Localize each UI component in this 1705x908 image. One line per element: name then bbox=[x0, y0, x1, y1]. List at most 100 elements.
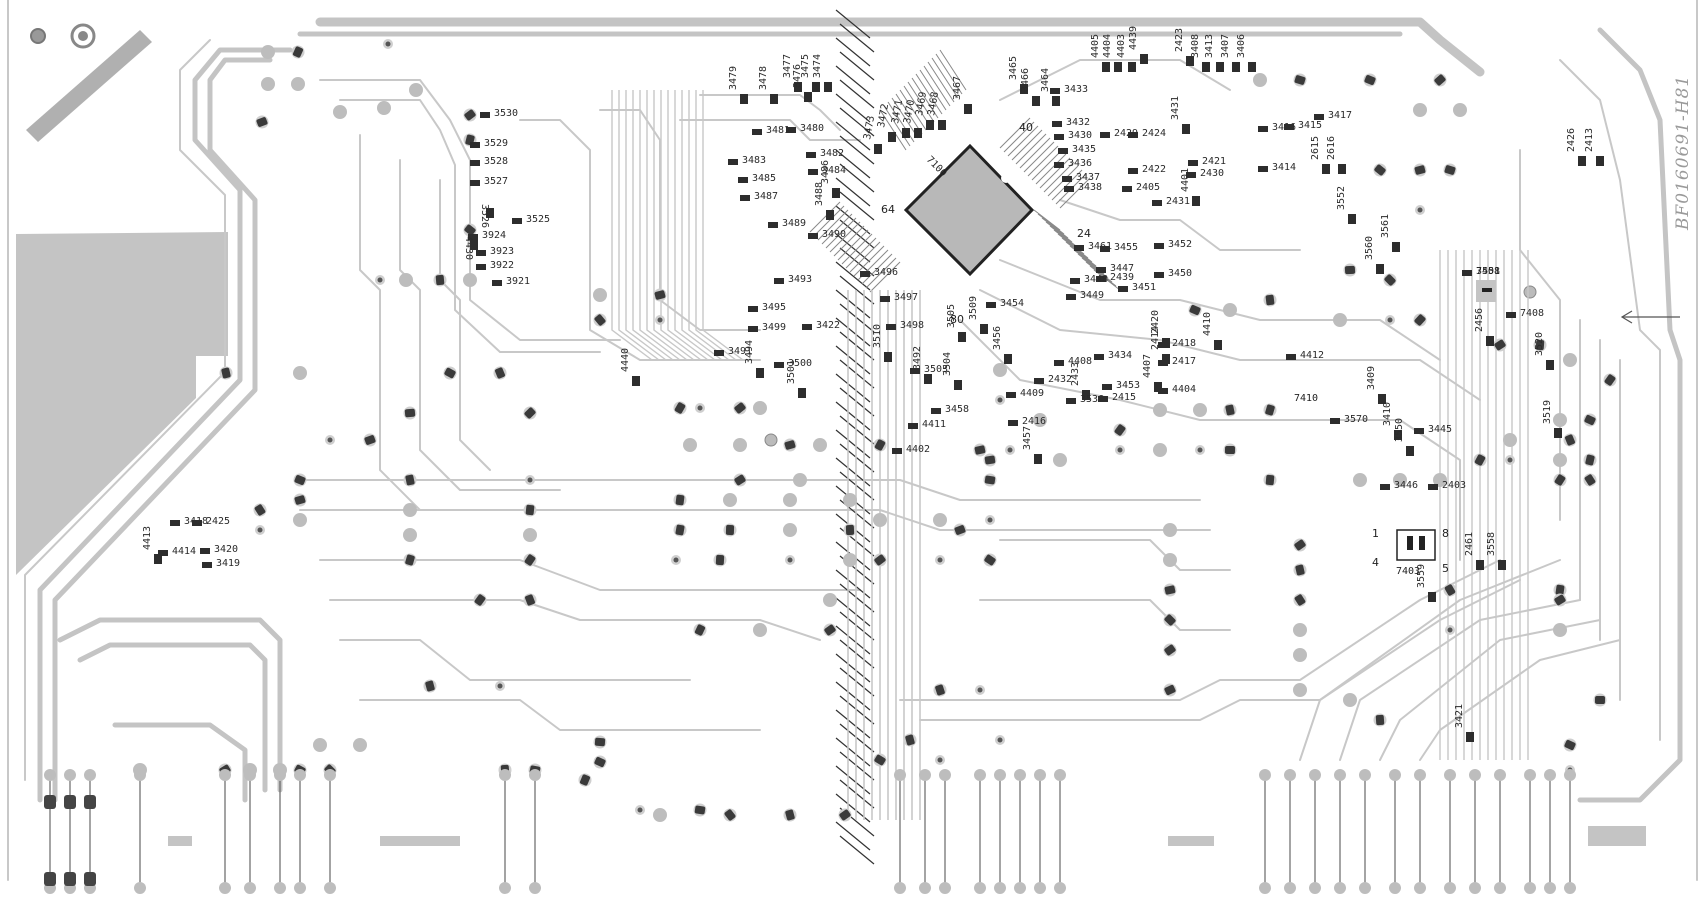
component-label: 3550 bbox=[1394, 418, 1405, 442]
component-label: 4412 bbox=[1300, 350, 1324, 361]
component-label: 3482 bbox=[820, 148, 844, 159]
component-label: 3436 bbox=[1068, 158, 1092, 169]
component-label: 3481 bbox=[766, 125, 790, 136]
component-label: 3529 bbox=[484, 138, 508, 149]
component-label: 3570 bbox=[1344, 414, 1368, 425]
component-label: 3536 bbox=[1080, 394, 1104, 405]
ic7403-pin-8: 8 bbox=[1442, 527, 1449, 540]
connector-strip-diagonal bbox=[26, 30, 152, 142]
component-label: 3455 bbox=[1114, 242, 1138, 253]
component-label: 3526 bbox=[479, 204, 490, 228]
component-label: 3476 bbox=[792, 64, 803, 88]
component-label: 3446 bbox=[1394, 480, 1418, 491]
component-label: 2421 bbox=[1202, 156, 1226, 167]
component-label: 2433 bbox=[1070, 362, 1081, 386]
component-label: 3433 bbox=[1064, 84, 1088, 95]
component-label: 3519 bbox=[1542, 400, 1553, 424]
component-label: 3430 bbox=[1068, 130, 1092, 141]
component-label: 4409 bbox=[1020, 388, 1044, 399]
component-label: 3505 bbox=[946, 304, 957, 328]
component-label: 3494 bbox=[744, 340, 755, 364]
component-label: 3452 bbox=[1168, 239, 1192, 250]
bottom-connector-pins bbox=[44, 769, 1576, 894]
component-label: 2429 bbox=[1114, 128, 1138, 139]
component-label: 7408 bbox=[1520, 308, 1544, 319]
main-ic-7100 bbox=[809, 49, 1121, 293]
component-label: 3406 bbox=[1236, 34, 1247, 58]
component-label: 3558 bbox=[1486, 532, 1497, 556]
orientation-arrow bbox=[1620, 310, 1680, 324]
component-label: 3467 bbox=[952, 76, 963, 100]
component-label: 3438 bbox=[1078, 182, 1102, 193]
component-label: 3493 bbox=[788, 274, 812, 285]
component-label: 3471 bbox=[890, 99, 905, 125]
component-label: 3528 bbox=[484, 156, 508, 167]
component-label: 2418 bbox=[1172, 338, 1196, 349]
component-label: 3478 bbox=[758, 66, 769, 90]
component-label: 3445 bbox=[1428, 424, 1452, 435]
component-label: 3496 bbox=[874, 267, 898, 278]
component-label: 4430 bbox=[463, 236, 474, 260]
component-label: 3499 bbox=[762, 322, 786, 333]
ground-pour-left bbox=[16, 232, 228, 575]
component-label: 3485 bbox=[752, 173, 776, 184]
component-label: 3484 bbox=[822, 165, 846, 176]
component-label: 3504 bbox=[942, 352, 953, 376]
component-label: 3477 bbox=[782, 54, 793, 78]
ic7410-label: 7410 bbox=[1294, 393, 1318, 404]
component-label: 3474 bbox=[812, 54, 823, 78]
component-label: 3408 bbox=[1190, 34, 1201, 58]
component-label: 3465 bbox=[1008, 56, 1019, 80]
component-label: 3450 bbox=[1168, 268, 1192, 279]
component-label: 3921 bbox=[506, 276, 530, 287]
component-label: 3503 bbox=[924, 364, 948, 375]
component-label: 3470 bbox=[902, 99, 917, 125]
component-label: 3415 bbox=[1298, 120, 1322, 131]
component-label: 4440 bbox=[620, 348, 631, 372]
component-label: 3447 bbox=[1110, 263, 1134, 274]
component-label: 2615 bbox=[1310, 136, 1321, 160]
component-label: 3487 bbox=[754, 191, 778, 202]
component-label: 3923 bbox=[490, 246, 514, 257]
component-label: 3419 bbox=[216, 558, 240, 569]
component-label: 2414 bbox=[1150, 326, 1161, 350]
component-label: 3454 bbox=[1000, 298, 1024, 309]
perimeter-traces bbox=[24, 17, 1683, 803]
component-label: 3527 bbox=[484, 176, 508, 187]
component-label: 3489 bbox=[782, 218, 806, 229]
ic-pin-24: 24 bbox=[1077, 227, 1091, 240]
component-label: 3468 bbox=[926, 91, 941, 117]
component-label: 3413 bbox=[1204, 34, 1215, 58]
component-label: 4410 bbox=[1202, 312, 1213, 336]
component-label: 3520 bbox=[1534, 332, 1545, 356]
ic-pin-40: 40 bbox=[1019, 121, 1033, 134]
ic-7408: 7408 bbox=[1476, 266, 1500, 302]
component-label: 3456 bbox=[992, 326, 1003, 350]
component-label: 2424 bbox=[1142, 128, 1166, 139]
component-label: 4404 bbox=[1172, 384, 1196, 395]
component-label: 3464 bbox=[1040, 68, 1051, 92]
component-label: 3472 bbox=[876, 103, 891, 129]
component-label: 4407 bbox=[1142, 354, 1153, 378]
component-label: 3492 bbox=[912, 346, 923, 370]
component-label: 2431 bbox=[1166, 196, 1190, 207]
component-label: 3448 bbox=[1084, 274, 1108, 285]
component-label: 4405 bbox=[1090, 34, 1101, 58]
component-label: 4439 bbox=[1128, 26, 1139, 50]
component-label: 2422 bbox=[1142, 164, 1166, 175]
ic7403-label: 7403 bbox=[1396, 566, 1420, 577]
component-label: 3495 bbox=[762, 302, 786, 313]
component-label: 3488 bbox=[814, 182, 825, 206]
component-label: 3551 bbox=[1476, 266, 1500, 277]
component-label: 3422 bbox=[816, 320, 840, 331]
document-id: BF0160691-H81 bbox=[1673, 75, 1693, 231]
component-label: 3414 bbox=[1272, 162, 1296, 173]
component-label: 3469 bbox=[914, 91, 929, 117]
component-label: 3530 bbox=[494, 108, 518, 119]
ic-fanout-traces bbox=[611, 90, 1529, 820]
component-label: 3501 bbox=[786, 360, 797, 384]
component-label: 3525 bbox=[526, 214, 550, 225]
component-label: 2405 bbox=[1136, 182, 1160, 193]
silkscreen-blocks bbox=[168, 826, 1646, 846]
